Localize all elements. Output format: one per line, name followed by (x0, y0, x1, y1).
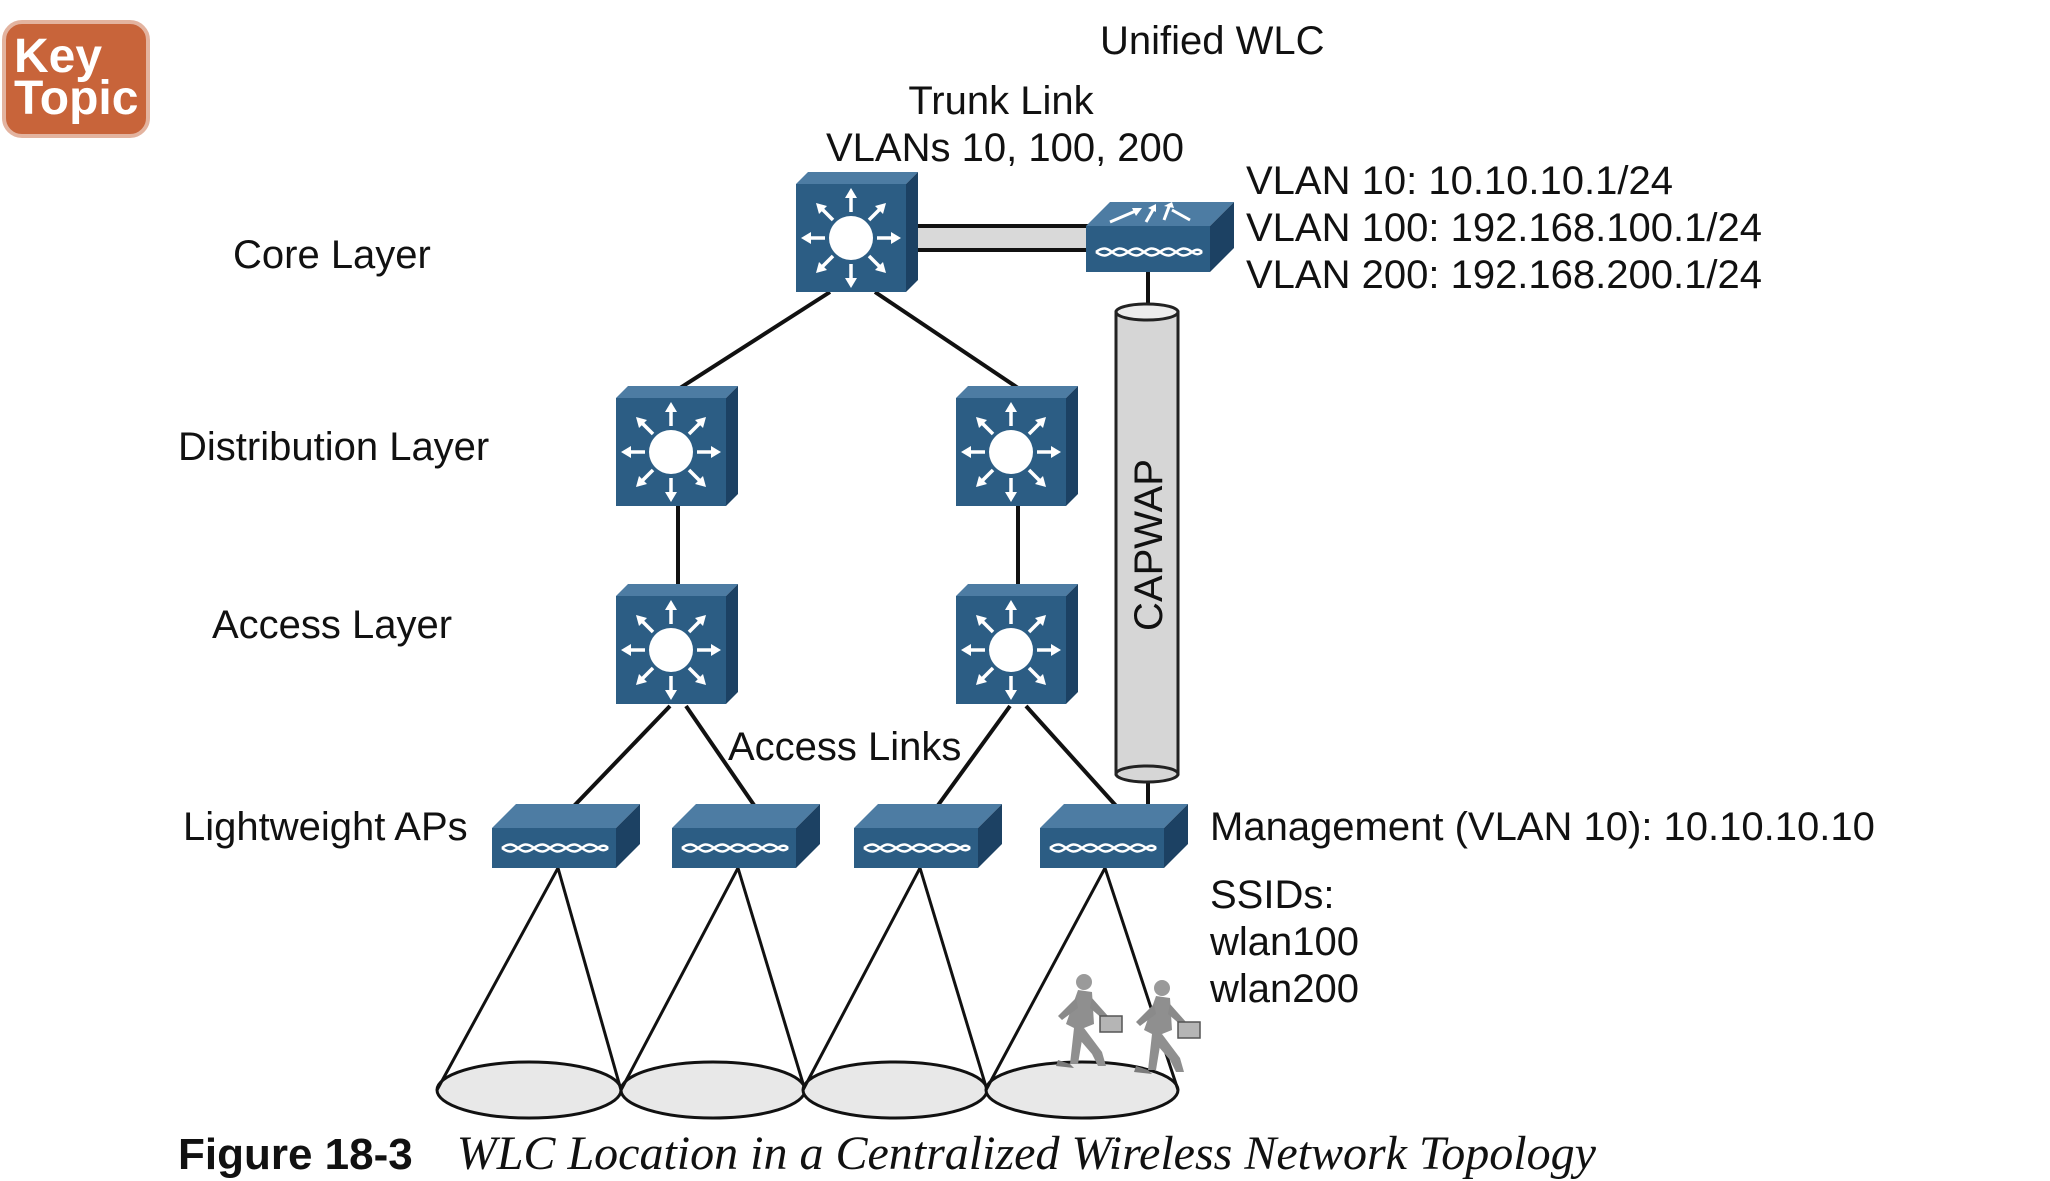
wlc-vlan-interfaces: VLAN 10: 10.10.10.1/24 VLAN 100: 192.168… (1246, 158, 1762, 299)
lightweight-ap-2-icon (670, 802, 822, 870)
ap-management-label: Management (VLAN 10): 10.10.10.10 (1210, 805, 1875, 849)
ssid-list: SSIDs: wlan100 wlan200 (1210, 872, 1359, 1013)
coverage-cone-2 (619, 867, 807, 1120)
key-topic-line-1: Key (14, 30, 103, 83)
figure-number: Figure 18-3 (178, 1130, 413, 1179)
distribution-switch-right-icon (954, 384, 1080, 508)
figure-title: WLC Location in a Centralized Wireless N… (456, 1127, 1596, 1180)
wireless-lan-controller-icon (1086, 202, 1234, 272)
lightweight-ap-3-icon (852, 802, 1004, 870)
coverage-cone-3 (801, 867, 989, 1120)
access-layer-label: Access Layer (212, 603, 453, 647)
core-layer-label: Core Layer (233, 233, 431, 277)
ap-coverage-areas (435, 867, 1180, 1120)
lightweight-ap-4-icon (1038, 802, 1190, 870)
trunk-link-title: Trunk Link (908, 79, 1094, 123)
core-to-distribution-left-link (678, 290, 832, 390)
key-topic-badge: Key Topic (2, 20, 150, 138)
trunk-link-label: Trunk Link VLANs 10, 100, 200 (826, 78, 1185, 172)
access-switch-right-icon (954, 582, 1080, 706)
wlc-vlan-100: VLAN 100: 192.168.100.1/24 (1246, 206, 1762, 250)
distribution-layer-label: Distribution Layer (178, 425, 490, 469)
core-switch-icon (794, 170, 920, 294)
access-link-2 (684, 704, 758, 810)
access-links-label: Access Links (728, 725, 962, 769)
coverage-cone-4 (984, 867, 1180, 1120)
access-switch-left-icon (614, 582, 740, 706)
ssid-item: wlan200 (1210, 967, 1360, 1011)
access-link-3 (934, 704, 1012, 810)
unified-wlc-label: Unified WLC (1100, 19, 1325, 63)
lightweight-aps-label: Lightweight APs (183, 805, 468, 849)
mobile-user-1-icon (1055, 973, 1123, 1069)
wlc-vlan-200: VLAN 200: 192.168.200.1/24 (1246, 253, 1762, 297)
figure-caption: Figure 18-3 WLC Location in a Centralized… (178, 1126, 1596, 1181)
trunk-link (912, 224, 1098, 252)
coverage-cone-1 (435, 867, 623, 1120)
access-link-4 (1024, 704, 1120, 810)
lightweight-ap-1-icon (490, 802, 642, 870)
wlc-vlan-10: VLAN 10: 10.10.10.1/24 (1246, 159, 1673, 203)
key-topic-line-2: Topic (14, 72, 139, 125)
core-to-distribution-right-link (873, 290, 1020, 390)
trunk-link-vlans: VLANs 10, 100, 200 (826, 126, 1185, 171)
ssids-heading: SSIDs: (1210, 873, 1335, 917)
access-link-1 (570, 704, 672, 810)
ssid-item: wlan100 (1210, 920, 1360, 964)
capwap-label: CAPWAP (1127, 459, 1171, 631)
capwap-tunnel: CAPWAP (1114, 302, 1180, 784)
distribution-switch-left-icon (614, 384, 740, 508)
